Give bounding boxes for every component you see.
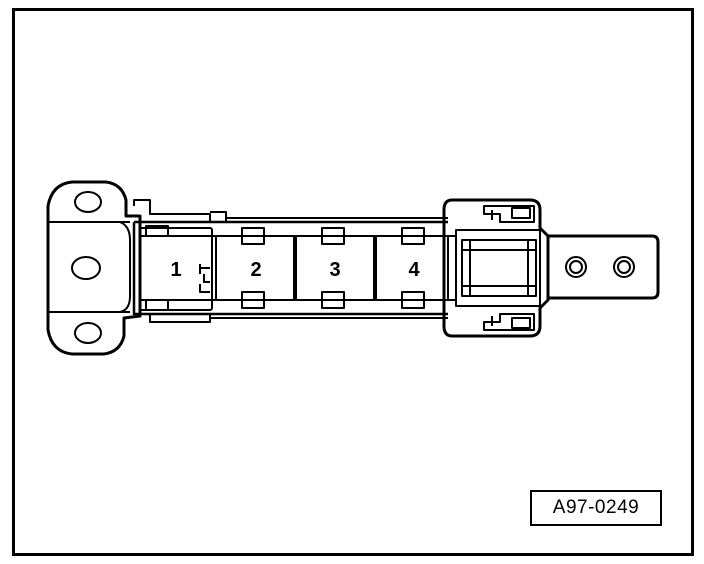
position-label-4: 4 xyxy=(408,259,420,281)
figure-frame xyxy=(12,8,694,556)
position-label-2: 2 xyxy=(250,259,261,281)
relay-slot-3 xyxy=(295,227,375,309)
relay-slot-1 xyxy=(139,225,213,311)
figure-id-label: A97-0249 xyxy=(530,490,662,526)
relay-slot-2 xyxy=(215,227,295,309)
mounting-hole-top xyxy=(74,191,102,213)
mounting-hole-center xyxy=(71,256,101,280)
position-label-1: 1 xyxy=(170,259,181,281)
position-label-3: 3 xyxy=(329,259,340,281)
relay-slot-4 xyxy=(375,227,449,309)
mounting-hole-bottom xyxy=(74,322,102,344)
connector-housing xyxy=(442,198,550,338)
left-mounting-bracket xyxy=(46,180,142,356)
right-mounting-tab xyxy=(548,234,660,300)
